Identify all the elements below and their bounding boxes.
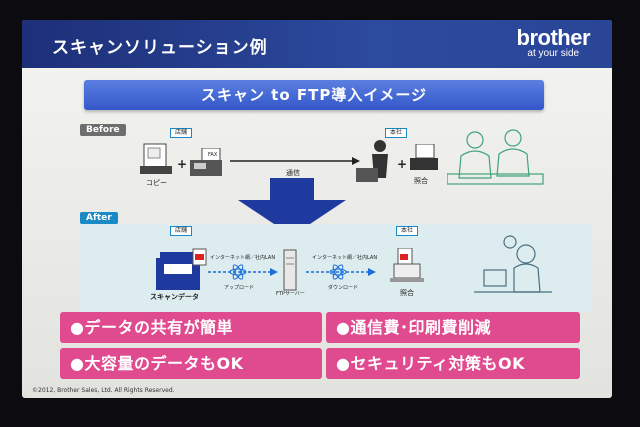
copier-icon [140, 143, 172, 174]
plus-sign: + [177, 157, 188, 171]
section-banner: スキャン to FTP導入イメージ [84, 80, 544, 110]
banner-text: スキャン to FTP導入イメージ [200, 86, 428, 104]
fax-label: FAX [208, 152, 218, 158]
brother-logo: brother at your side [516, 25, 591, 60]
internet-label-right: インターネット網／社内LAN [312, 255, 378, 261]
transition-arrow-icon [238, 178, 346, 236]
internet-label-left: インターネット網／社内LAN [210, 255, 276, 261]
benefit-pill: ●データの共有が簡単 [60, 312, 322, 343]
benefit-pill: ●通信費･印刷費削減 [326, 312, 580, 343]
slide-title: スキャンソリューション例 [52, 38, 268, 58]
scan-data-label: スキャンデータ [150, 293, 199, 301]
logo-name: brother [516, 25, 591, 50]
device-brand-label: JUSTIO [165, 269, 185, 275]
office-worker-illustration-icon [474, 235, 552, 293]
copyright-text: ©2012, Brother Sales, Ltd. All Rights Re… [32, 387, 175, 394]
ftp-server-label: FTPサーバー [276, 291, 305, 297]
person-with-fax-icon [356, 140, 388, 182]
send-label: 通信 [286, 169, 300, 177]
benefit-pill: ●大容量のデータもOK [60, 348, 322, 379]
before-hq-label: 本社 [385, 128, 408, 138]
send-arrow-icon [230, 157, 360, 165]
slide-header: スキャンソリューション例 brother at your side [22, 20, 612, 68]
upload-arrow-icon [208, 264, 278, 280]
upload-label: アップロード [224, 285, 255, 291]
before-check-label: 照合 [414, 177, 428, 185]
after-tag: After [80, 212, 118, 224]
laptop-icon [390, 248, 424, 282]
before-store-label: 店舗 [170, 128, 193, 138]
fax-machine-icon [190, 148, 222, 176]
copy-label: コピー [146, 179, 167, 187]
logo-tagline: at your side [527, 48, 580, 59]
benefit-pill: ●セキュリティ対策もOK [326, 348, 580, 379]
after-hq-label: 本社 [396, 226, 419, 236]
office-workers-illustration-icon [447, 129, 544, 185]
presentation-slide: スキャンソリューション例 brother at your side スキャン t… [22, 20, 612, 398]
download-arrow-icon [306, 264, 376, 280]
after-store-label: 店舗 [170, 226, 193, 236]
download-label: ダウンロード [328, 285, 359, 291]
before-tag: Before [80, 124, 126, 136]
plus-sign: + [397, 157, 408, 171]
document-tray-icon [410, 144, 438, 170]
pdf-file-icon [192, 248, 207, 266]
ftp-server-icon [283, 249, 297, 291]
after-check-label: 照合 [400, 289, 414, 297]
